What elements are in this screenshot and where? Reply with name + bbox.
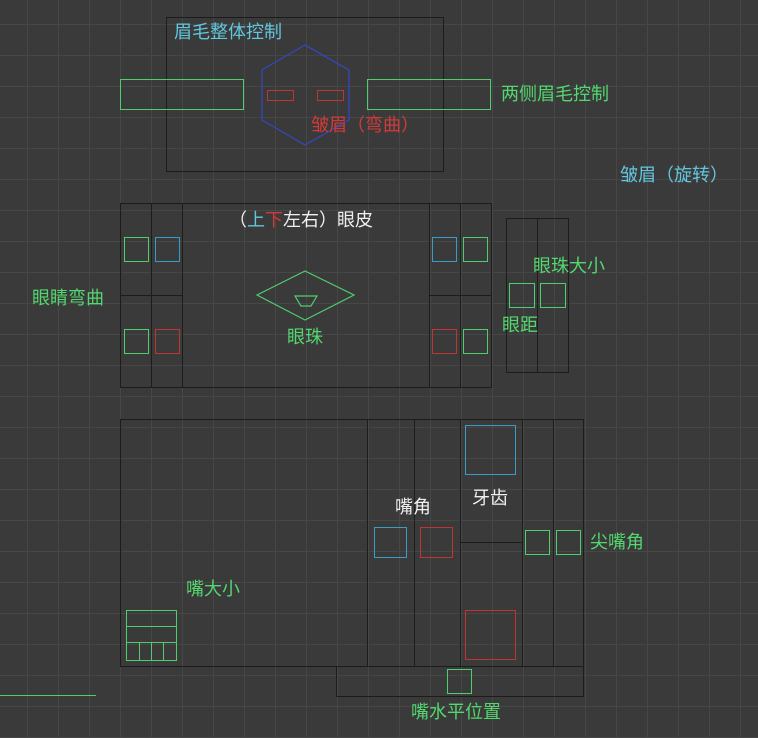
eyelid-label-up: 上 <box>247 210 265 231</box>
eyeball-label: 眼珠 <box>287 327 323 348</box>
mouth-horizontal-frame <box>336 666 584 697</box>
mouth-divider-5 <box>553 419 554 667</box>
mouth-size-vline-2 <box>151 642 152 660</box>
eyelid-left-lower-control[interactable] <box>155 329 180 354</box>
sharp-mouth-corner-label: 尖嘴角 <box>590 532 644 553</box>
eye-bend-right-upper-control[interactable] <box>463 237 488 262</box>
brow-left-side-control[interactable] <box>120 79 244 110</box>
eyelid-label-down: 下 <box>265 210 283 231</box>
mouth-size-vline-1 <box>139 642 140 660</box>
mouth-corner-left-control[interactable] <box>374 527 407 558</box>
mouth-size-hline-1 <box>127 626 176 627</box>
eyelid-label-paren: （ <box>229 210 247 231</box>
mouth-divider-4 <box>522 419 523 667</box>
brow-overall-label: 眉毛整体控制 <box>174 22 282 43</box>
eyelid-right-upper-control[interactable] <box>432 237 457 262</box>
brow-frame <box>166 17 444 172</box>
eyeball-size-label: 眼珠大小 <box>533 256 605 277</box>
eye-bend-label: 眼睛弯曲 <box>32 288 104 309</box>
timeline-line <box>0 695 96 696</box>
frown-right-control[interactable] <box>317 90 344 101</box>
eye-bend-left-lower-control[interactable] <box>124 329 149 354</box>
frown-rotate-label: 皱眉（旋转） <box>620 165 728 186</box>
mouth-horizontal-label: 嘴水平位置 <box>411 702 501 723</box>
eyeball-size-divider <box>537 218 538 373</box>
eyelid-label-rest: 左右）眼皮 <box>283 210 373 231</box>
brow-right-side-control[interactable] <box>367 79 491 110</box>
eyeball-size-left-control[interactable] <box>509 283 535 308</box>
eye-bend-left-upper-control[interactable] <box>124 237 149 262</box>
mouth-size-control[interactable] <box>126 610 177 661</box>
eye-bend-right-lower-control[interactable] <box>463 329 488 354</box>
eye-distance-label: 眼距 <box>502 315 538 336</box>
sharp-mouth-corner-left-control[interactable] <box>525 530 550 555</box>
eyelid-label: （上下左右）眼皮 <box>229 211 373 231</box>
mouth-horizontal-control[interactable] <box>447 669 472 694</box>
eyelid-left-upper-control[interactable] <box>155 237 180 262</box>
mouth-size-vline-3 <box>163 642 164 660</box>
mouth-divider-1 <box>367 419 368 667</box>
mouth-divider-3 <box>460 419 461 667</box>
eye-left-hdivider <box>120 295 183 296</box>
brow-sides-label: 两侧眉毛控制 <box>501 84 609 105</box>
teeth-lower-control[interactable] <box>465 610 516 660</box>
teeth-upper-control[interactable] <box>465 425 516 475</box>
eye-right-hdivider <box>429 295 492 296</box>
frown-bend-label: 皱眉（弯曲） <box>311 115 419 136</box>
frown-left-control[interactable] <box>267 90 294 101</box>
teeth-label: 牙齿 <box>472 488 508 509</box>
eyeball-size-right-control[interactable] <box>540 283 566 308</box>
sharp-mouth-corner-right-control[interactable] <box>556 530 581 555</box>
mouth-size-label: 嘴大小 <box>186 579 240 600</box>
mouth-corner-label: 嘴角 <box>395 497 431 518</box>
teeth-hdivider <box>460 542 523 543</box>
mouth-corner-right-control[interactable] <box>420 527 453 558</box>
mouth-divider-2 <box>414 419 415 667</box>
eyelid-right-lower-control[interactable] <box>432 329 457 354</box>
